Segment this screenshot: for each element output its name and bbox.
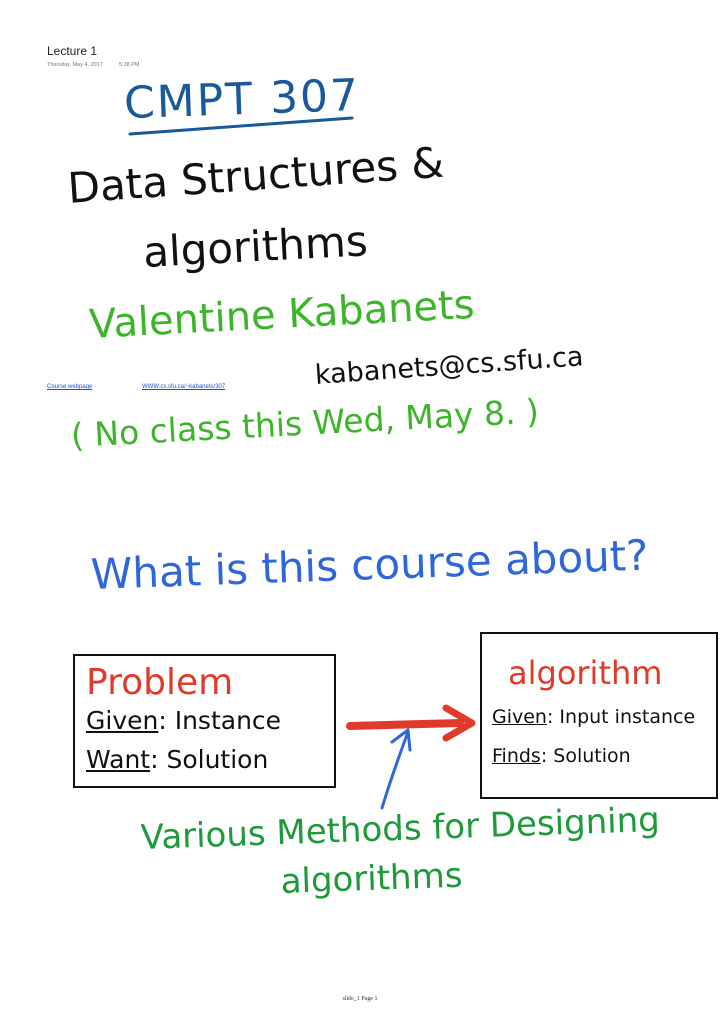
algorithm-title: algorithm: [508, 654, 663, 692]
problem-given-row: Given: Instance: [86, 706, 281, 735]
problem-box: [73, 654, 336, 788]
problem-given-label: Given: [86, 706, 159, 735]
algorithm-finds-row: Finds: Solution: [492, 745, 631, 767]
problem-want-label: Want: [86, 745, 151, 774]
course-url-link[interactable]: WWW.cs.sfu.ca/~kabanets/307: [142, 384, 226, 390]
problem-want-value: : Solution: [150, 745, 269, 774]
problem-want-row: Want: Solution: [86, 745, 268, 774]
problem-given-value: : Instance: [158, 706, 282, 735]
algorithm-finds-value: : Solution: [540, 745, 631, 767]
course-webpage-link[interactable]: Course webpage: [47, 384, 93, 390]
algorithm-given-row: Given: Input instance: [492, 706, 695, 728]
methods-line-2: algorithms: [280, 855, 464, 902]
red-arrow-icon: [346, 704, 476, 742]
note-time: 5:38 PM: [119, 62, 140, 68]
problem-title: Problem: [86, 662, 234, 703]
algorithm-given-label: Given: [492, 706, 547, 728]
algorithm-finds-label: Finds: [492, 745, 541, 767]
algorithm-box: [480, 632, 718, 799]
note-date: Thursday, May 4, 2017: [47, 62, 103, 68]
algorithm-given-value: : Input instance: [546, 706, 696, 728]
blue-arrow-icon: [380, 728, 412, 810]
page-footer: slide_1 Page 1: [342, 996, 378, 1002]
page-title: Lecture 1: [47, 44, 98, 58]
